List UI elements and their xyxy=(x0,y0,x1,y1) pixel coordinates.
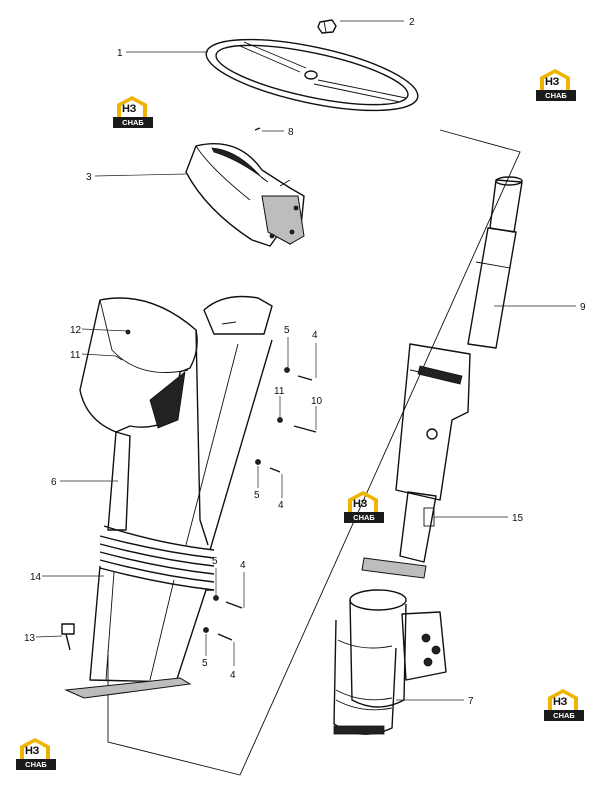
brand-logo: НЗ СНАБ xyxy=(544,689,584,723)
callout-5-a: 5 xyxy=(284,325,290,336)
callout-7: 7 xyxy=(468,696,474,707)
callout-5-d: 5 xyxy=(202,658,208,669)
brand-logo: НЗ СНАБ xyxy=(113,96,153,130)
callout-9: 9 xyxy=(580,302,586,313)
assembly-frame xyxy=(107,129,521,776)
steering-wheel xyxy=(205,38,419,112)
house-roof-icon xyxy=(20,738,50,760)
callout-labels: 1 2 3 8 9 12 11 6 14 13 4 5 11 10 5 4 5 … xyxy=(24,17,586,707)
brand-logo: НЗ СНАБ xyxy=(16,738,56,772)
house-roof-icon xyxy=(540,69,570,91)
callout-4-d: 4 xyxy=(230,670,236,681)
callout-5-c: 5 xyxy=(212,556,218,567)
callout-12: 12 xyxy=(70,325,82,336)
brand-logo: НЗ СНАБ xyxy=(536,69,576,103)
column-housing xyxy=(64,295,273,699)
house-roof-icon xyxy=(348,491,378,513)
bellows xyxy=(99,525,215,591)
callout-14: 14 xyxy=(30,572,42,583)
screw-8 xyxy=(254,127,261,131)
callout-11-left: 11 xyxy=(70,350,81,361)
callout-11-right: 11 xyxy=(274,386,285,397)
callout-10: 10 xyxy=(311,396,323,407)
steering-shaft xyxy=(361,176,523,579)
house-roof-icon xyxy=(117,96,147,118)
callout-6: 6 xyxy=(51,477,57,488)
callout-5-b: 5 xyxy=(254,490,260,501)
callout-4-a: 4 xyxy=(312,330,318,341)
column-shroud xyxy=(185,143,305,247)
callout-4-b: 4 xyxy=(278,500,284,511)
bolt-13 xyxy=(61,623,75,651)
house-roof-icon xyxy=(548,689,578,711)
callout-2: 2 xyxy=(409,17,415,28)
callout-1: 1 xyxy=(117,48,123,59)
callout-15: 15 xyxy=(512,513,524,524)
callout-13: 13 xyxy=(24,633,36,644)
steering-unit xyxy=(333,589,447,735)
callout-3: 3 xyxy=(86,172,92,183)
nut xyxy=(317,19,337,34)
callout-4-c: 4 xyxy=(240,560,246,571)
leader-lines xyxy=(35,20,576,701)
brand-logo: НЗ СНАБ xyxy=(344,491,384,525)
callout-8: 8 xyxy=(288,127,294,138)
fasteners xyxy=(115,329,317,641)
